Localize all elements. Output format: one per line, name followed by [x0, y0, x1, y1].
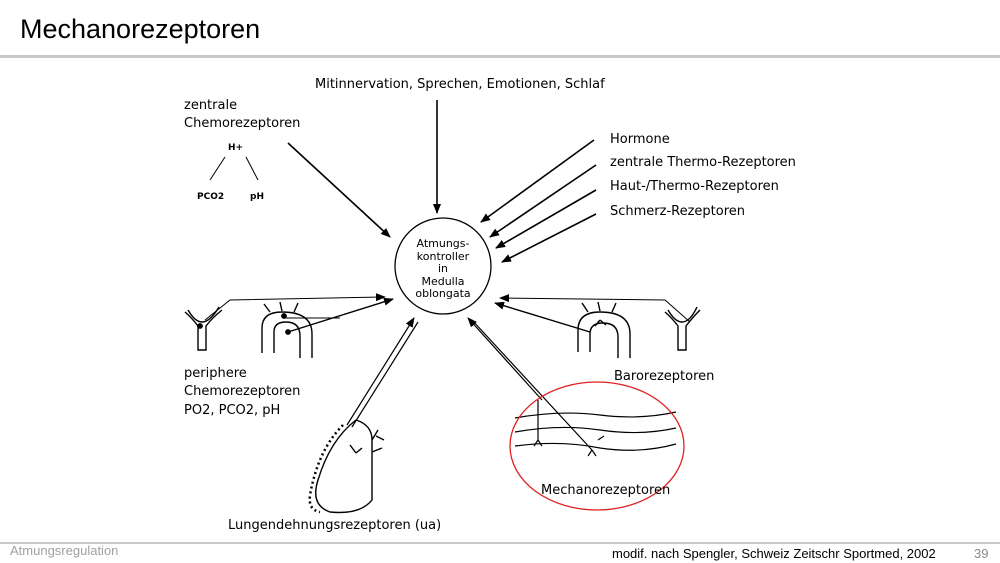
mechano-highlight-ellipse: [509, 381, 685, 511]
aortic-arch-icon: [261, 301, 313, 358]
arrow-lung-1: [346, 317, 415, 426]
ph-label: pH: [250, 192, 264, 202]
lung-icon: [308, 419, 385, 514]
baro-carotid-icon: [664, 306, 701, 351]
lung-receptor-label: Lungendehnungsrezeptoren (ua): [228, 518, 442, 533]
peripheral-chemo-label-1: periphere: [184, 366, 247, 381]
arrow-mechano-2: [471, 319, 593, 451]
top-input-label: Mitinnervation, Sprechen, Emotionen, Sch…: [315, 77, 605, 92]
arrow-hormone: [480, 139, 595, 223]
footer-divider: [0, 542, 1000, 544]
title-divider: [0, 55, 1000, 58]
right-input-pain: Schmerz-Rezeptoren: [610, 204, 746, 219]
right-input-central-thermo: zentrale Thermo-Rezeptoren: [610, 155, 796, 170]
footer-topic: Atmungsregulation: [10, 543, 119, 558]
muscle-fiber-icon: [514, 400, 677, 457]
controller-line-5: oblongata: [415, 287, 471, 300]
arrow-skin-thermo: [495, 189, 597, 249]
arrow-lung-2: [351, 321, 419, 428]
page-title: Mechanorezeptoren: [20, 14, 261, 44]
controller-label: Atmungs- kontroller in Medulla oblongata: [400, 237, 486, 301]
arrow-mechano-1: [467, 317, 543, 401]
controller-line-2: kontroller: [416, 249, 470, 263]
controller-line-1: Atmungs-: [416, 237, 470, 250]
page-number: 39: [974, 546, 989, 561]
arrow-baro-2: [494, 301, 591, 333]
peripheral-chemo-label-2: Chemorezeptoren: [184, 384, 301, 399]
arrow-central-chemo: [287, 142, 391, 238]
chemo-branch-left: [209, 156, 226, 181]
central-chemo-label-2: Chemorezeptoren: [184, 116, 301, 131]
controller-line-4: Medulla: [421, 274, 465, 288]
chemo-branch-right: [245, 156, 259, 181]
h-ion-label: H+: [228, 143, 244, 153]
right-input-skin-thermo: Haut-/Thermo-Rezeptoren: [610, 179, 779, 194]
baroreceptor-label: Barorezeptoren: [614, 369, 715, 384]
central-chemo-label-1: zentrale: [184, 98, 238, 113]
mechanoreceptor-label: Mechanorezeptoren: [541, 483, 671, 498]
right-input-hormone: Hormone: [610, 132, 670, 147]
arrow-pain: [501, 213, 597, 263]
pco2-label: PCO2: [197, 192, 225, 202]
arrow-peripheral-2: [287, 297, 394, 333]
controller-line-3: in: [437, 262, 449, 275]
baro-arch-icon: [577, 301, 631, 358]
carotid-body-icon: [184, 306, 223, 351]
peripheral-chemo-label-3: PO2, PCO2, pH: [184, 403, 281, 418]
arrow-baro-1: [499, 294, 691, 323]
source-citation: modif. nach Spengler, Schweiz Zeitschr S…: [612, 546, 936, 561]
arrow-peripheral-1: [204, 293, 386, 321]
arrow-central-thermo: [489, 164, 597, 238]
controller-circle: [394, 217, 492, 315]
